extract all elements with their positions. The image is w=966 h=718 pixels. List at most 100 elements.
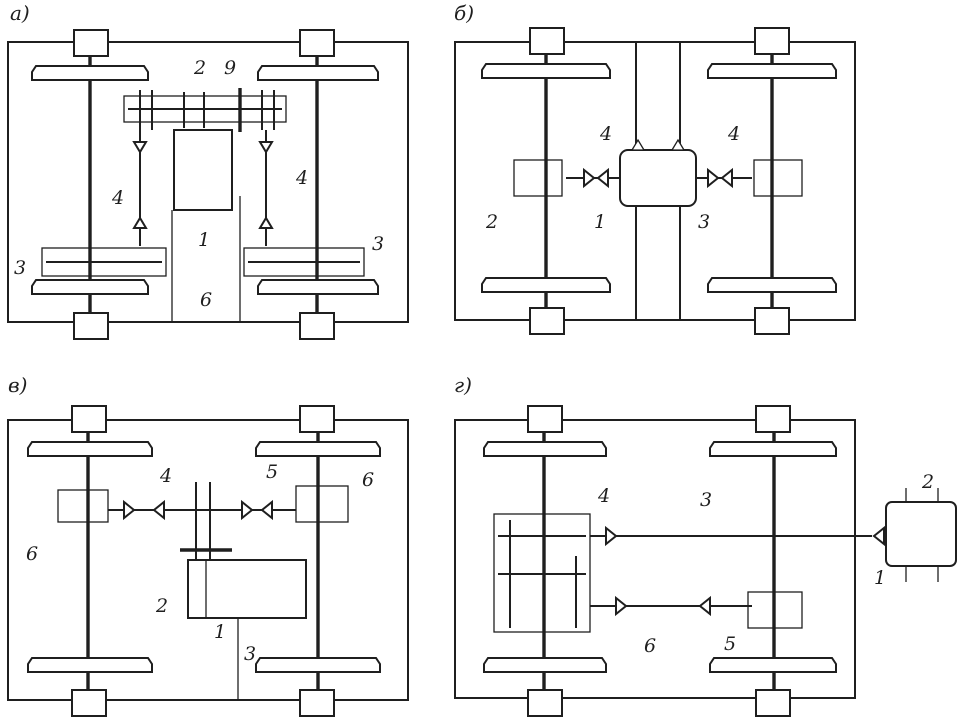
cardan-joint [132,216,148,229]
cardan-joint [123,499,136,521]
cardan-joint [707,167,720,189]
axle-box [755,405,791,433]
cardan-joint [260,499,273,521]
callout-6: 6 [644,635,656,657]
cardan-joint [132,141,148,154]
callout-1: 1 [874,567,886,589]
callout-4: 4 [159,465,172,487]
callout-6: 6 [362,469,374,491]
axle-box [529,27,565,55]
panel-v-label: в) [8,373,27,397]
wheel [709,441,837,457]
cardan-joint [583,167,596,189]
panel-b-label: б) [454,1,474,25]
wheel [709,657,837,673]
wheel [255,441,381,457]
wheel [483,657,607,673]
callout-9: 9 [224,57,236,79]
traction-motor [187,559,307,619]
axle-gearbox [747,591,803,629]
panel-b: б) 4 4 2 1 3 [454,1,856,335]
cardan-joint [872,525,885,547]
cardan-joint [615,595,628,617]
panel-a-label: a) [10,1,30,25]
callout-3: 3 [700,489,712,511]
callout-4: 4 [599,123,612,145]
motor-mount [670,138,686,151]
callout-5: 5 [266,461,278,483]
wheel [31,65,149,81]
callout-6: 6 [200,289,212,311]
axle-box [527,689,563,717]
callout-3: 3 [14,257,26,279]
cardan-joint [698,595,711,617]
axle-box [527,405,563,433]
bogie-frame [7,41,409,323]
callout-4: 4 [111,187,124,209]
axle-box [754,307,790,335]
panel-g: г) 4 3 2 1 6 [454,373,957,717]
cardan-joint [152,499,165,521]
axle-box [299,689,335,717]
bogie-frame [7,419,409,701]
axle-gearbox [295,485,349,523]
callout-2: 2 [921,471,934,493]
wheel [27,441,153,457]
bogie-frame [454,419,856,699]
axle-box [754,27,790,55]
axle-box [73,29,109,57]
axle-box [299,29,335,57]
axle-gearbox [753,159,803,197]
axle-box [73,312,109,340]
cardan-joint [596,167,609,189]
wheel [481,63,611,79]
wheel [257,279,379,295]
axle-box [299,312,335,340]
callout-4: 4 [295,167,308,189]
cardan-joint [241,499,254,521]
wheel [255,657,381,673]
axle-gearbox [513,159,563,197]
callout-1: 1 [198,229,210,251]
panel-v: в) 4 5 6 6 2 1 3 [7,373,409,717]
axle-box [299,405,335,433]
wheel [31,279,149,295]
callout-2: 2 [155,595,168,617]
callout-3: 3 [244,643,256,665]
traction-motor [885,501,957,567]
panel-a: a) [7,1,409,340]
callout-6: 6 [26,543,38,565]
callout-3: 3 [372,233,384,255]
axle-gearbox [41,247,167,277]
axle-gearbox [57,489,109,523]
wheel [707,277,837,293]
callout-3: 3 [698,211,710,233]
axle-box [755,689,791,717]
bogie-frame [454,41,856,321]
cardan-joint [720,167,733,189]
wheel [27,657,153,673]
wheel [483,441,607,457]
traction-motor [619,149,697,207]
motor-mount [630,138,646,151]
axle-gearbox [243,247,365,277]
callout-4: 4 [597,485,610,507]
wheel [257,65,379,81]
cardan-joint [258,141,274,154]
axle-box [71,689,107,717]
callout-5: 5 [724,633,736,655]
cardan-joint [258,216,274,229]
callout-2: 2 [485,211,498,233]
cardan-joint [605,525,618,547]
axle-box [71,405,107,433]
callout-1: 1 [214,621,226,643]
traction-motor [173,129,233,211]
wheel [481,277,611,293]
callout-4: 4 [727,123,740,145]
axle-box [529,307,565,335]
callout-1: 1 [594,211,606,233]
gearbox-housing [493,513,591,633]
panel-g-label: г) [454,373,472,397]
wheel [707,63,837,79]
